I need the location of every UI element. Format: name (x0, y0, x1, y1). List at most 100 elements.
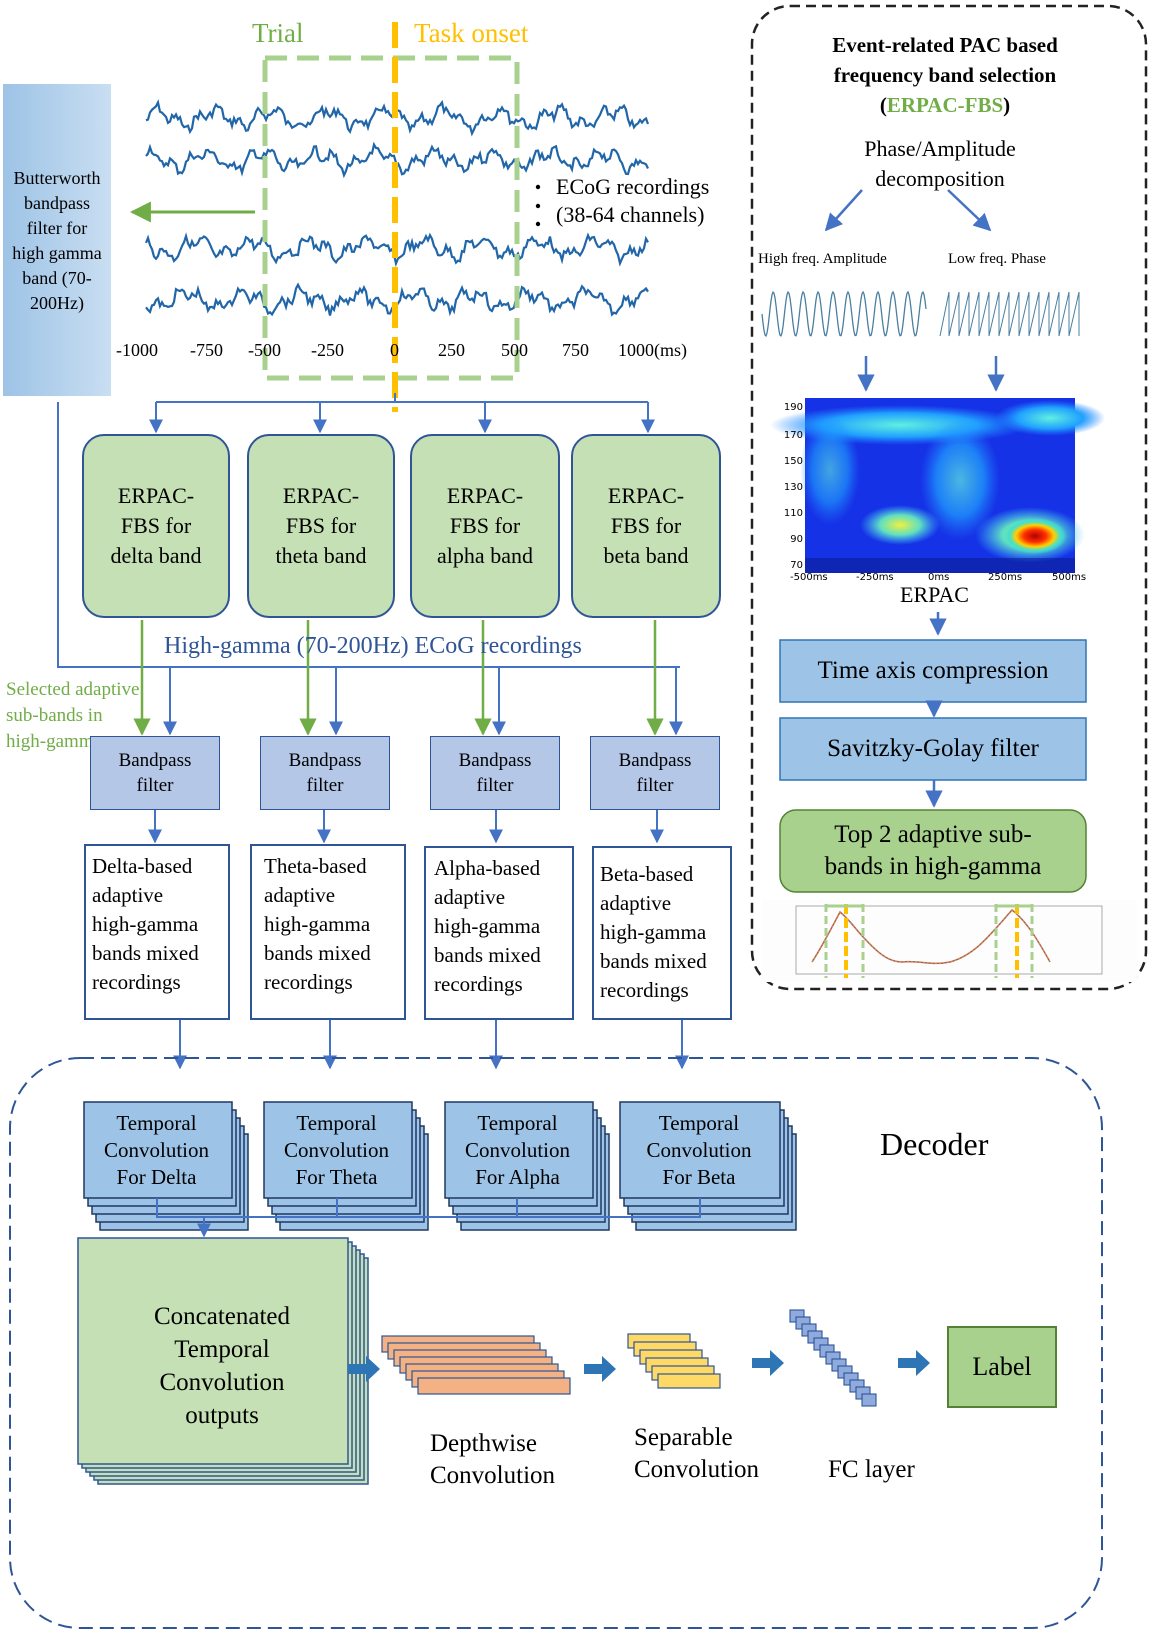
savgol-box (779, 717, 1087, 781)
xtick: 0ms (928, 572, 950, 583)
tc-line: Temporal (116, 1110, 197, 1135)
decoder-boundary (9, 1057, 1103, 1629)
mixed-line: recordings (434, 972, 523, 996)
ecog-dot (535, 203, 541, 209)
erpac-fbs-delta-box: ERPAC- FBS for delta band (82, 434, 230, 618)
erpac-fbs-acronym: ERPAC-FBS (886, 93, 1004, 117)
ytick: 90 (790, 534, 803, 545)
separable-layer (657, 1373, 721, 1389)
erpac-heatmap (770, 398, 1105, 573)
decomp-line: decomposition (875, 166, 1005, 191)
tick-label: 1000(ms) (618, 340, 687, 360)
mixed-line: Alpha-based (434, 856, 541, 880)
butterworth-line: band (70- (22, 268, 92, 288)
tc-line: Convolution (103, 1137, 209, 1162)
mixed-line: recordings (92, 970, 181, 994)
top2-text: Top 2 adaptive sub- bands in high-gamma (780, 810, 1086, 892)
ytick: 70 (790, 560, 803, 571)
depthwise-line: Depthwise (430, 1430, 537, 1457)
tc-line: For Theta (295, 1164, 378, 1189)
savgol-text: Savitzky-Golay filter (827, 735, 1039, 762)
mixed-line: bands mixed (92, 941, 199, 965)
ecog-label-1: ECoG recordings (556, 174, 710, 199)
concat-line: Concatenated (153, 1303, 291, 1330)
separable-line: Convolution (634, 1456, 760, 1483)
high-gamma-label: High-gamma (70-200Hz) ECoG recordings (164, 633, 582, 659)
mixed-line: high-gamma (600, 920, 707, 944)
erpac-line: alpha band (437, 543, 533, 568)
mixed-line: recordings (600, 978, 689, 1002)
erpac-line: FBS for (285, 513, 357, 538)
bandpass-line: filter (476, 775, 514, 796)
panel-title-line: (ERPAC-FBS) (770, 90, 1120, 120)
label-text: Label (972, 1352, 1032, 1381)
block-arrows (348, 1350, 930, 1382)
tick-label: -750 (190, 340, 223, 360)
decoder-title: Decoder (880, 1126, 989, 1162)
erpac-line: ERPAC- (607, 483, 685, 508)
tick-label: -500 (248, 340, 281, 360)
tick-label: -250 (311, 340, 344, 360)
delta-mixed-box: Delta-based adaptive high-gamma bands mi… (84, 844, 230, 1020)
trial-label: Trial (252, 18, 304, 48)
panel-title-line: frequency band selection (833, 63, 1057, 87)
fc-node (861, 1393, 877, 1407)
ecog-dot (535, 221, 541, 227)
bandpass-line: Bandpass (118, 750, 192, 771)
concat-line: outputs (185, 1402, 259, 1429)
mixed-line: high-gamma (92, 912, 199, 936)
xtick: 250ms (988, 572, 1023, 583)
bandpass-line: filter (306, 775, 344, 796)
mixed-line: recordings (264, 970, 353, 994)
ecog-trace (144, 232, 649, 268)
depthwise-line: Convolution (430, 1462, 556, 1489)
erpac-line: beta band (603, 543, 689, 568)
tc-line: Temporal (658, 1110, 740, 1135)
time-axis-box (779, 639, 1087, 703)
mixed-line: adaptive (92, 883, 164, 907)
tick-label: 750 (562, 340, 589, 360)
time-axis-text: Time axis compression (817, 657, 1049, 684)
time-axis: -1000 -750 -500 -250 0 250 500 750 1000(… (116, 340, 706, 364)
tc-line: For Delta (116, 1164, 197, 1189)
butterworth-box (3, 84, 111, 396)
bandpass-filter-delta: Bandpass filter (90, 736, 220, 810)
panel-title-line: Event-related PAC based (832, 33, 1058, 57)
ytick: 110 (783, 508, 803, 519)
mixed-line: adaptive (264, 883, 336, 907)
tc-line: Convolution (464, 1137, 570, 1162)
erpac-line: theta band (275, 543, 367, 568)
ytick: 130 (783, 482, 803, 493)
depthwise-label: Depthwise Convolution (430, 1428, 555, 1492)
tick-label: -1000 (116, 340, 158, 360)
bandpass-line: Bandpass (458, 750, 532, 771)
tc-line: Convolution (646, 1137, 752, 1162)
top2-line: bands in high-gamma (824, 853, 1042, 880)
xtick: -500ms (790, 572, 828, 583)
bandpass-filter-theta: Bandpass filter (260, 736, 390, 810)
bandpass-line: filter (136, 775, 174, 796)
alpha-mixed-box: Alpha-based adaptive high-gamma bands mi… (424, 846, 574, 1020)
mixed-line: adaptive (434, 885, 506, 909)
collect-line (156, 1198, 701, 1218)
paren: ) (1003, 93, 1011, 117)
depthwise-layer (417, 1377, 571, 1395)
bandpass-line: Bandpass (288, 750, 362, 771)
tc-layer (444, 1101, 594, 1199)
butterworth-text: Butterworth bandpass filter for high gam… (3, 166, 111, 316)
tick-label: 250 (438, 340, 465, 360)
tc-line: Convolution (283, 1137, 389, 1162)
tc-layer (83, 1101, 233, 1199)
separable-label: Separable Convolution (634, 1422, 759, 1486)
paren: ( (879, 93, 887, 117)
butterworth-line: filter for (26, 218, 88, 238)
ecog-dot (535, 184, 541, 190)
erpac-line: FBS for (610, 513, 682, 538)
concat-text: Concatenated Temporal Convolution output… (98, 1258, 346, 1474)
top2-box (779, 809, 1087, 893)
